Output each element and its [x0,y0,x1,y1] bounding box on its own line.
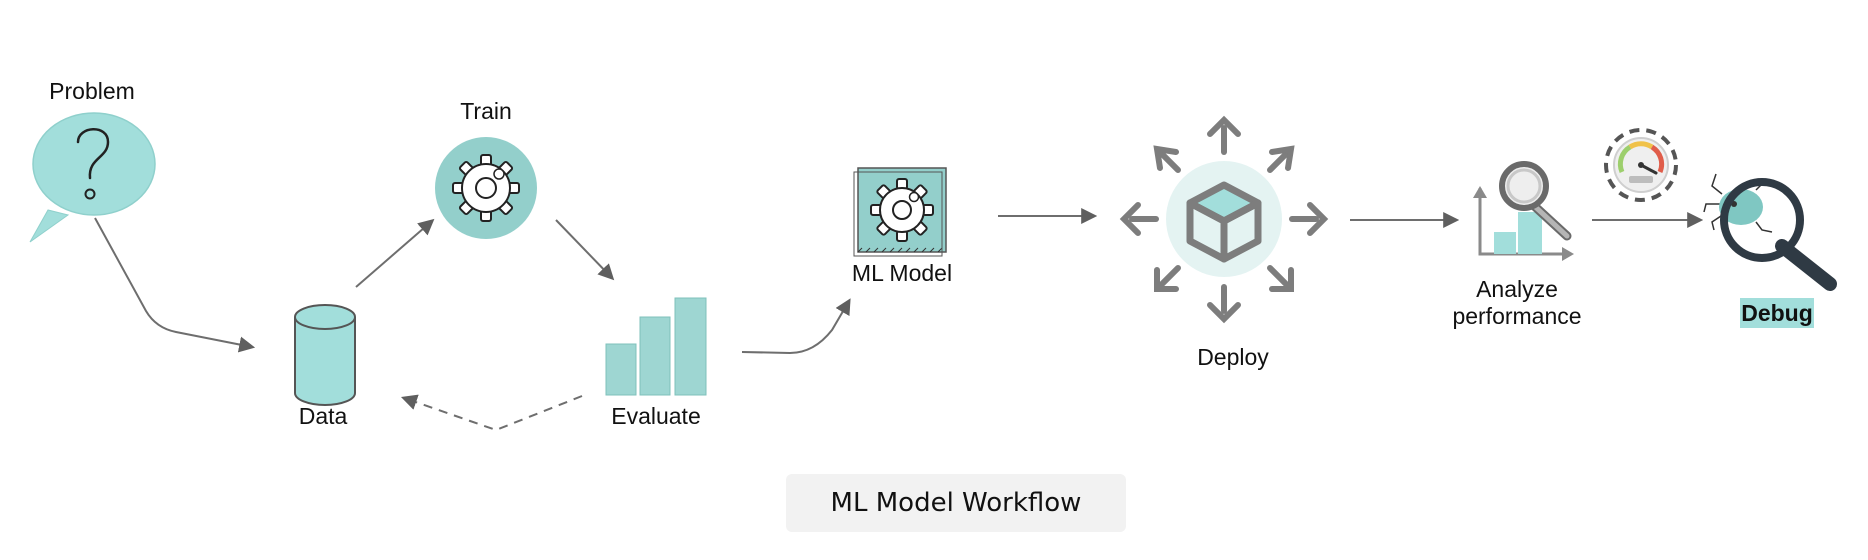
train-label: Train [460,98,512,124]
problem-label: Problem [49,78,135,104]
analyze-label-line2: performance [1452,303,1581,329]
gauge-icon [1604,128,1678,202]
bar-chart-icon [605,297,707,396]
analyze-label-line1: Analyze [1476,276,1558,302]
ml-model-node: ML Model [852,167,952,286]
arrow-evaluate-to-model [741,298,851,355]
arrow-evaluate-to-data-dashed [400,394,583,432]
problem-node: Problem [29,78,156,243]
arrow-train-to-evaluate [555,219,615,281]
debug-node: Debug [1703,173,1837,328]
arrow-data-to-train [355,218,435,288]
database-icon [294,304,356,406]
expand-arrows-icon [1119,115,1329,324]
train-node: Train [435,98,537,239]
chart-magnifier-icon [1473,161,1574,261]
evaluate-node: Evaluate [605,297,707,429]
speech-bubble-icon [29,112,156,243]
model-box-icon [853,167,947,257]
evaluate-label: Evaluate [611,403,701,429]
diagram-caption-box: ML Model Workflow [786,474,1126,532]
ml-model-label: ML Model [852,260,952,286]
diagram-caption: ML Model Workflow [830,488,1082,518]
gear-icon [452,154,520,222]
deploy-label: Deploy [1197,344,1269,370]
arrow-problem-to-data [94,217,256,353]
connectors [94,208,1704,432]
debug-label: Debug [1741,300,1813,326]
deploy-node: Deploy [1119,115,1329,370]
debug-highlight [1740,298,1814,328]
cube-icon [1186,181,1262,263]
bug-magnifier-icon [1703,173,1837,291]
data-node: Data [294,304,356,429]
analyze-node: Analyze performance [1452,161,1582,329]
data-label: Data [299,403,348,429]
